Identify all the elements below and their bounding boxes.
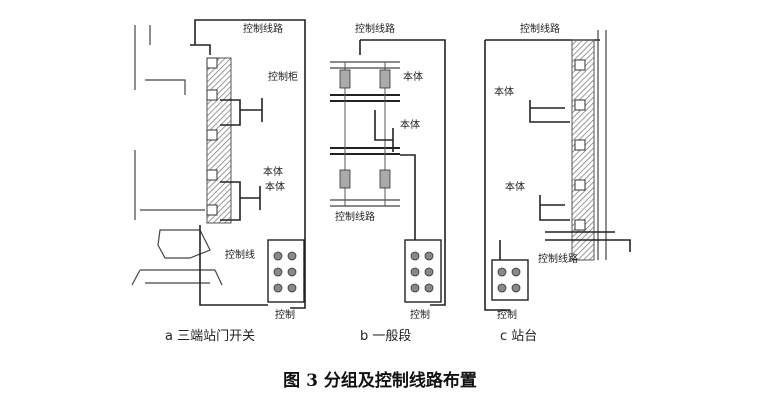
panel-c-label-1: 本体	[494, 85, 514, 98]
panel-c-column-edge	[597, 30, 607, 260]
panel-c-terminal	[511, 267, 521, 277]
panel-c-control-box	[491, 259, 529, 301]
panel-b-terminal	[424, 283, 434, 293]
panel-a-device	[206, 129, 218, 141]
panel-a-top-label: 控制线路	[243, 22, 283, 35]
panel-a-bracket-1	[220, 99, 241, 126]
panel-a-label-2: 本体	[263, 165, 283, 178]
panel-a-terminal	[287, 283, 297, 293]
panel-b-rail-top	[330, 61, 400, 69]
panel-b-rail-mid	[330, 94, 400, 102]
panel-a-terminal	[287, 251, 297, 261]
panel-a-bracket-2	[220, 181, 241, 221]
panel-a-structure-mid	[134, 150, 205, 220]
panel-c-device	[574, 139, 586, 151]
panel-c-terminal	[497, 283, 507, 293]
panel-b-rail-bottom	[330, 199, 400, 207]
panel-b-wire-to-box	[400, 154, 416, 240]
panel-b-unit	[374, 110, 394, 152]
panel-a-device	[206, 169, 218, 181]
panel-c: 控制线路 本体 本体 控制线路 控制 c 站台	[484, 22, 631, 344]
panel-b-label-2: 本体	[400, 118, 420, 131]
panel-a-terminal	[273, 267, 283, 277]
panel-a-wire-top	[190, 44, 211, 55]
panel-a-terminal	[273, 251, 283, 261]
panel-a-terminal	[273, 283, 283, 293]
panel-b-terminal	[424, 267, 434, 277]
panel-c-label-2: 本体	[505, 180, 525, 193]
panel-a-control-box	[267, 239, 305, 303]
panel-a: 控制线路 控制柜 本体 本体 控制线 控制 a 三端站门开关	[131, 19, 306, 344]
panel-b-rail-mid-2	[330, 147, 400, 155]
panel-a-device	[206, 204, 218, 216]
panel-b-terminal	[410, 251, 420, 261]
panel-c-device	[574, 219, 586, 231]
panel-c-device	[574, 99, 586, 111]
panel-a-device	[206, 89, 218, 101]
panel-b-terminal	[424, 251, 434, 261]
panel-a-wire-to-box	[199, 225, 268, 306]
panel-b-device	[379, 169, 391, 189]
panel-b-sublabel: b 一般段	[360, 328, 411, 344]
panel-b-device	[379, 69, 391, 89]
panel-a-structure-top	[134, 25, 186, 95]
panel-c-sublabel: c 站台	[500, 329, 537, 344]
panel-c-device	[574, 179, 586, 191]
panel-a-label-4: 控制线	[225, 248, 255, 261]
panel-b-box-label: 控制	[410, 308, 430, 321]
panel-c-device	[574, 59, 586, 71]
panel-a-main-wire	[194, 19, 306, 309]
panel-b-top-label: 控制线路	[355, 22, 395, 35]
panel-b-device	[339, 169, 351, 189]
panel-a-unit-1	[240, 98, 263, 122]
panel-b-terminal	[410, 283, 420, 293]
figure-caption: 图 3 分组及控制线路布置	[283, 370, 477, 391]
panel-b-verticals	[344, 62, 386, 206]
panel-a-label-1: 控制柜	[268, 70, 298, 83]
panel-b-bottom-label: 控制线路	[335, 210, 375, 223]
panel-c-unit-1	[529, 100, 570, 123]
panel-b: 控制线路 本体 本体 控制线路 控制 b 一般段	[330, 22, 446, 344]
panel-a-unit-2	[240, 186, 261, 210]
panel-c-box-label: 控制	[497, 308, 517, 321]
panel-b-label-1: 本体	[403, 70, 423, 83]
panel-a-device	[206, 57, 218, 69]
panel-c-top-label: 控制线路	[520, 22, 560, 35]
panel-a-sublabel: a 三端站门开关	[165, 329, 255, 344]
panel-a-label-3: 本体	[265, 180, 285, 193]
panel-c-terminal	[497, 267, 507, 277]
panel-a-curved-piece	[157, 229, 211, 259]
panel-b-control-box	[404, 239, 442, 303]
panel-c-unit-2	[539, 195, 570, 221]
panel-c-main-wire	[484, 40, 510, 311]
panel-a-base	[131, 269, 223, 286]
panel-c-side-label: 控制线路	[538, 252, 578, 265]
panel-a-terminal	[287, 267, 297, 277]
panel-b-terminal	[410, 267, 420, 277]
panel-a-box-label: 控制	[275, 308, 295, 321]
panel-c-terminal	[511, 283, 521, 293]
panel-c-cross-wires	[545, 231, 631, 252]
panel-b-main-wire	[360, 39, 446, 306]
panel-b-device	[339, 69, 351, 89]
